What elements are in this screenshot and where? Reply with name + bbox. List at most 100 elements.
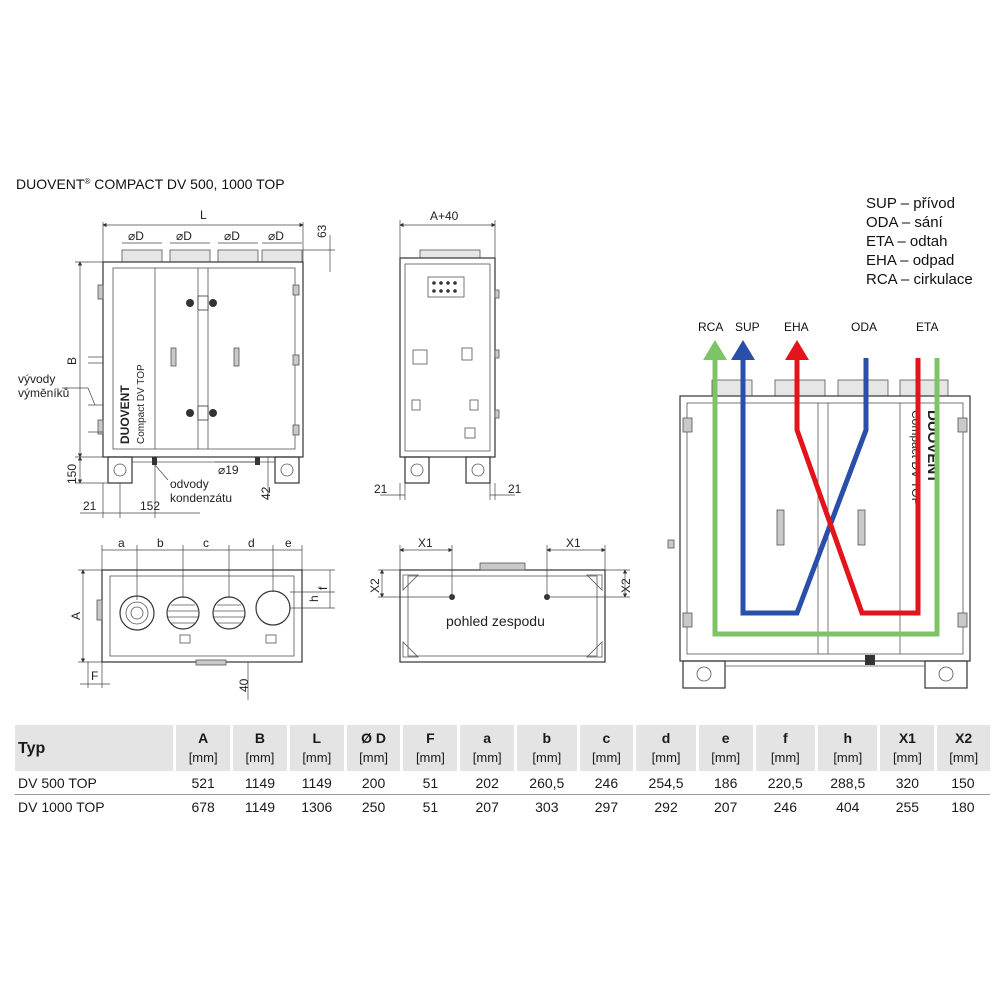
dim-A40: A+40: [430, 209, 459, 223]
dim-e: e: [285, 536, 292, 550]
dim-152: 152: [140, 499, 160, 513]
front-view: DUOVENT Compact DV TOP L ⌀D ⌀D ⌀D ⌀D 63 …: [18, 208, 335, 518]
dim-150: 150: [65, 464, 79, 484]
table-cell: 246: [578, 771, 635, 795]
table-header-row: Typ A[mm] B[mm] L[mm] Ø D[mm] F[mm] a[mm…: [15, 725, 990, 771]
table-cell: 200: [345, 771, 402, 795]
dim-21-side-left: 21: [374, 482, 388, 496]
flow-path-oda-sup: [740, 352, 869, 616]
legend-item-rca: RCA – cirkulace: [866, 271, 973, 288]
header-c: c[mm]: [576, 725, 635, 771]
dim-B: B: [65, 357, 79, 365]
flow-label-eta: ETA: [916, 320, 938, 334]
flow-label-eha: EHA: [784, 320, 809, 334]
dim-21-side-right: 21: [508, 482, 522, 496]
table-cell: 521: [174, 771, 232, 795]
header-f: f[mm]: [752, 725, 817, 771]
table-cell: 404: [836, 798, 860, 815]
label-vyvody-1: vývody: [18, 372, 55, 386]
dim-40: 40: [237, 678, 251, 692]
table-cell: 150: [935, 771, 990, 795]
dim-F: F: [91, 669, 98, 683]
dim-42: 42: [259, 486, 273, 500]
dim-X2-left: X2: [368, 578, 382, 593]
table-cell: 51: [401, 771, 459, 795]
row-name: DV 1000 TOP: [18, 798, 105, 815]
legend-item-eta: ETA – odtah: [866, 233, 947, 250]
dim-c: c: [203, 536, 209, 550]
table-cell: 678: [191, 798, 215, 815]
table-cell: 260,5: [515, 771, 579, 795]
dim-21-front: 21: [83, 499, 97, 513]
dim-D-4: ⌀D: [268, 229, 284, 243]
dim-X1-right: X1: [566, 536, 581, 550]
table-cell: 202: [458, 771, 516, 795]
header-F: F[mm]: [400, 725, 459, 771]
table-cell: 255: [895, 798, 920, 815]
header-b: b[mm]: [514, 725, 579, 771]
table-cell: 1306: [301, 798, 333, 815]
bottom-view: X1 X1 X2 X2 pohled zespodu: [368, 536, 633, 663]
label-odvody-1: odvody: [170, 477, 209, 491]
flow-arrow-sup: [731, 340, 755, 360]
dim-X2-right: X2: [619, 578, 633, 593]
table-cell: 288,5: [816, 771, 879, 795]
table-row: DV 500 TOP 521 1149 1149 200 51 202 260,…: [15, 771, 990, 795]
top-view: a b c d e f h A F 40: [69, 536, 335, 700]
flow-label-rca: RCA: [698, 320, 723, 334]
dim-63: 63: [315, 224, 329, 238]
table-cell: 1149: [288, 771, 346, 795]
side-view: A+40 21 21: [374, 209, 522, 500]
table-cell: 292: [654, 798, 678, 815]
dim-d: d: [248, 536, 255, 550]
table-cell: 1149: [244, 798, 275, 815]
table-cell: 51: [422, 798, 439, 815]
dim-D-3: ⌀D: [224, 229, 240, 243]
dim-f: f: [316, 586, 330, 590]
dim-h: h: [307, 595, 321, 602]
header-d: d[mm]: [633, 725, 698, 771]
dim-X1-left: X1: [418, 536, 433, 550]
dim-a: a: [118, 536, 125, 550]
header-L: L[mm]: [286, 725, 346, 771]
table-cell: 207: [714, 798, 738, 815]
table-cell: 320: [878, 771, 936, 795]
flow-label-oda: ODA: [851, 320, 877, 334]
header-typ: Typ: [15, 725, 175, 771]
header-A: A[mm]: [173, 725, 232, 771]
drawing-title: DUOVENT® COMPACT DV 500, 1000 TOP: [16, 176, 285, 192]
flow-label-sup: SUP: [735, 320, 760, 334]
header-X2: X2[mm]: [934, 725, 990, 771]
dim-D-1: ⌀D: [128, 229, 144, 243]
dim-A: A: [69, 612, 83, 620]
header-X1: X1[mm]: [877, 725, 936, 771]
table-cell: 254,5: [634, 771, 698, 795]
label-odvody-2: kondenzátu: [170, 491, 232, 505]
front-model-text: Compact DV TOP: [136, 364, 147, 444]
table-cell: 180: [951, 798, 975, 815]
flow-path-eta-eha: [794, 352, 921, 616]
flow-arrow-eha: [785, 340, 809, 360]
table-cell: 250: [361, 798, 386, 815]
table-cell: 297: [594, 798, 619, 815]
table-cell: 303: [535, 798, 559, 815]
header-a: a[mm]: [457, 725, 516, 771]
front-brand-text: DUOVENT: [118, 385, 132, 444]
header-B: B[mm]: [230, 725, 289, 771]
header-e: e[mm]: [695, 725, 755, 771]
table-cell: 1149: [231, 771, 289, 795]
label-pohled-zespodu: pohled zespodu: [446, 613, 545, 629]
table-cell: 220,5: [754, 771, 817, 795]
flow-path-rca-eta: [712, 352, 940, 637]
label-vyvody-2: výměníků: [18, 386, 69, 400]
row-name: DV 500 TOP: [15, 771, 175, 795]
flow-arrow-rca: [703, 340, 727, 360]
legend-item-sup: SUP – přívod: [866, 195, 955, 212]
airflow-schematic: DUOVENT Compact DV TOP RCA SUP EHA ODA E…: [667, 320, 971, 689]
legend-item-oda: ODA – sání: [866, 214, 944, 231]
technical-drawing: DUOVENT® COMPACT DV 500, 1000 TOP DUOVEN…: [16, 176, 973, 700]
dim-D-2: ⌀D: [176, 229, 192, 243]
dim-19: ⌀19: [218, 463, 239, 477]
table-cell: 186: [697, 771, 755, 795]
dim-L: L: [200, 208, 207, 222]
